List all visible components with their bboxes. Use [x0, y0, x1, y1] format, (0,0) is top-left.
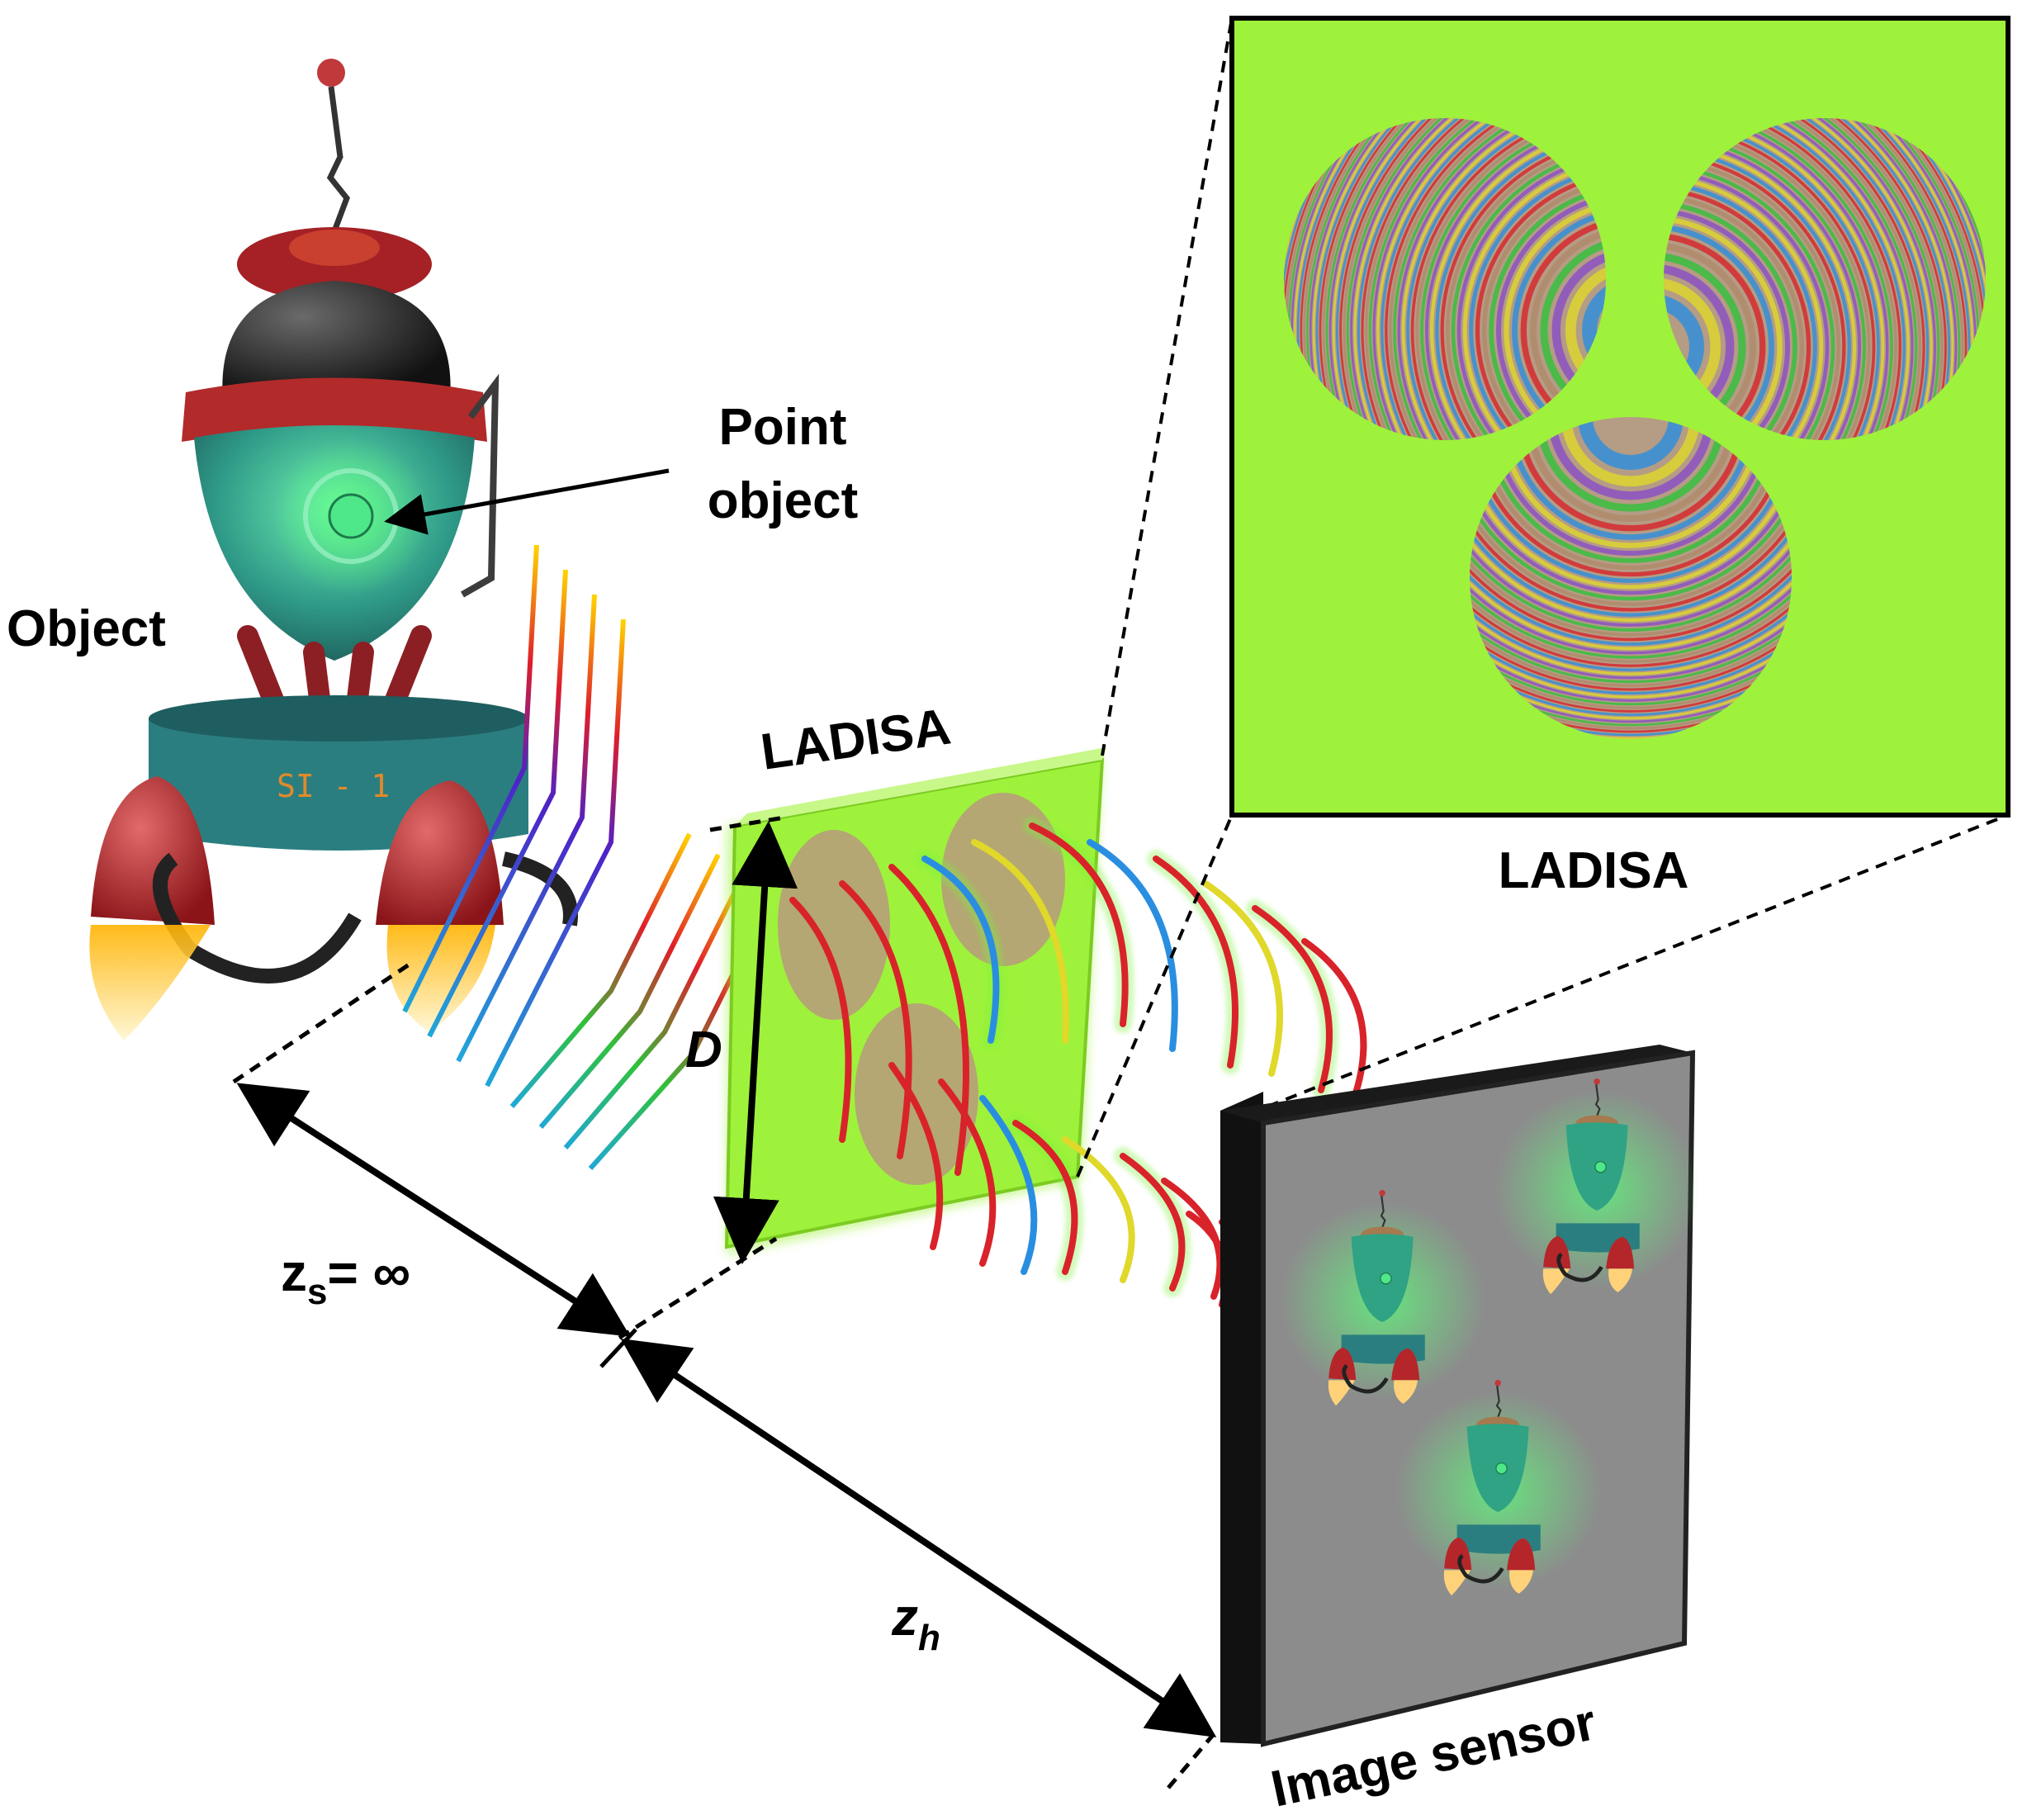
- sensor-rocket-image-1: [1542, 1078, 1640, 1295]
- sensor-side: [1220, 1092, 1263, 1744]
- red-band: [182, 377, 487, 442]
- zh-arrow: [620, 1339, 1217, 1737]
- zh-base: z: [891, 1587, 918, 1647]
- aperture-label: D: [685, 1021, 722, 1078]
- aperture-arrow: [713, 821, 798, 1264]
- right-flame: [386, 925, 495, 1032]
- zs-base: z: [281, 1243, 307, 1302]
- antenna-wire: [326, 86, 350, 233]
- point-object-label-line2: object: [708, 472, 859, 529]
- sensor-rocket-image-3: [1443, 1380, 1541, 1596]
- zs-value: = ∞: [327, 1243, 410, 1302]
- zs-arrow: [236, 1083, 631, 1337]
- left-flame: [89, 925, 211, 1040]
- left-fin: [91, 776, 215, 925]
- ladisa-plate: [724, 747, 1106, 1255]
- zs-subscript: s: [307, 1272, 327, 1312]
- zoom-guides: [1076, 17, 2009, 1178]
- zh-label: zh: [891, 1587, 940, 1658]
- rocket-badge: SI - 1: [277, 768, 390, 804]
- zs-label: zs= ∞: [281, 1243, 410, 1312]
- sensor-rocket-image-2: [1328, 1190, 1425, 1406]
- point-object-arrow: [384, 468, 670, 535]
- sensor-top: [1220, 1045, 1693, 1123]
- right-fin: [376, 780, 504, 925]
- antenna-ball: [317, 59, 345, 87]
- plate-lens-1: [778, 830, 890, 1020]
- zh-subscript: h: [918, 1618, 940, 1658]
- ladisa-plate-label: LADISA: [757, 698, 954, 780]
- black-dome: [222, 281, 451, 400]
- ladisa-inset-label: LADISA: [1499, 842, 1689, 899]
- point-object-marker: [328, 493, 374, 539]
- ladisa-inset: [1229, 16, 2010, 818]
- plate-lens-3: [855, 1003, 978, 1185]
- rocket-object-illustration: SI - 1: [89, 59, 578, 1040]
- object-label: Object: [7, 600, 166, 657]
- point-object-label-line1: Point: [719, 399, 847, 456]
- diffracted-wavefronts: [789, 817, 1367, 1308]
- image-sensor: [1220, 1045, 1701, 1747]
